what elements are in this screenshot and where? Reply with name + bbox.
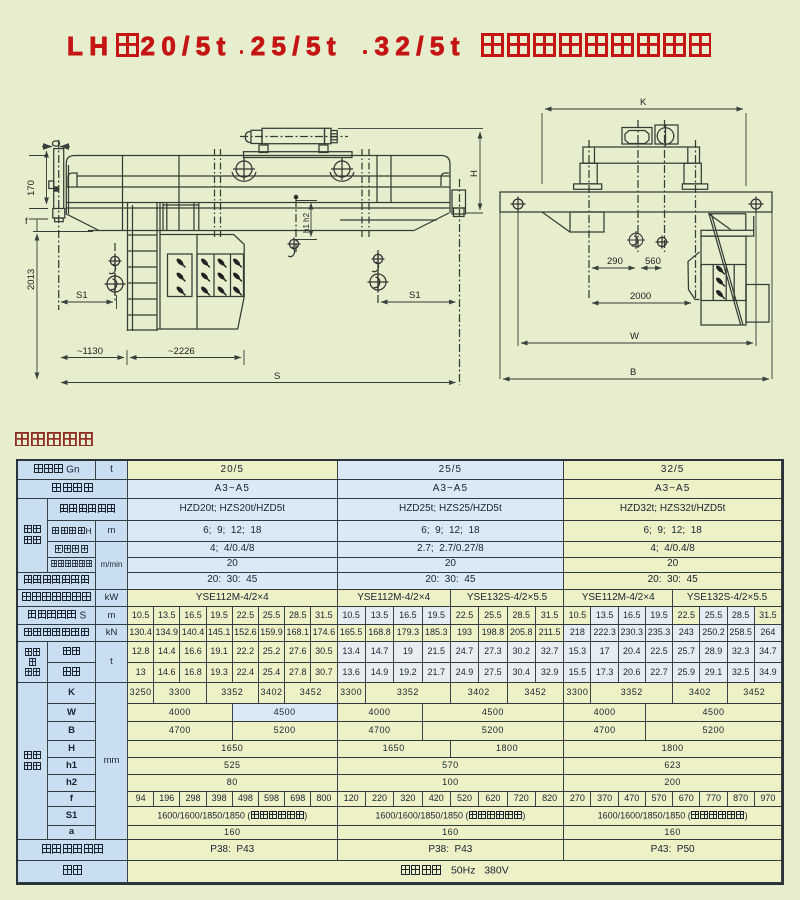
svg-text:~2226: ~2226 xyxy=(168,346,195,357)
svg-text:2013: 2013 xyxy=(26,269,37,290)
svg-text:f: f xyxy=(25,216,28,227)
svg-text:S1: S1 xyxy=(76,290,88,301)
svg-text:H: H xyxy=(469,170,480,177)
svg-text:2000: 2000 xyxy=(630,291,651,302)
svg-text:h1 h2: h1 h2 xyxy=(302,212,311,233)
svg-text:~1130: ~1130 xyxy=(77,346,103,357)
svg-text:S1: S1 xyxy=(409,290,421,301)
svg-text:W: W xyxy=(630,331,639,342)
svg-text:K: K xyxy=(640,97,647,108)
svg-text:170: 170 xyxy=(26,180,37,196)
svg-text:290: 290 xyxy=(607,256,623,267)
svg-text:560: 560 xyxy=(645,256,661,267)
svg-text:S: S xyxy=(274,371,280,382)
svg-text:B: B xyxy=(630,367,636,378)
